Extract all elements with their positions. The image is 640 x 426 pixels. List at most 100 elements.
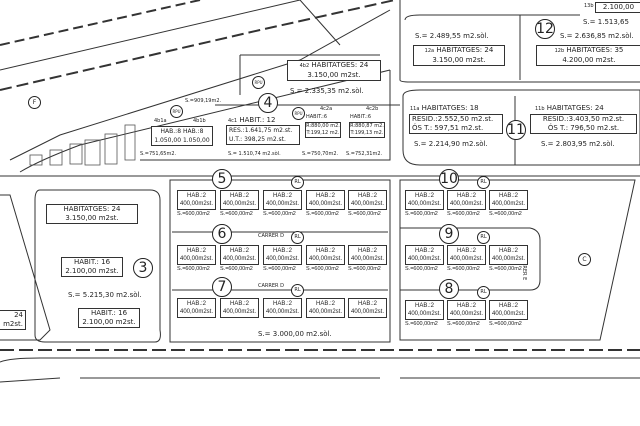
lot-units: HAB.:2 xyxy=(273,248,293,254)
plot-4c2a-units: HABIT.:6 xyxy=(306,114,328,120)
lot-units: HAB.:2 xyxy=(415,193,435,199)
lot-area: S.=600,00m2 xyxy=(489,266,522,272)
lot-built-area: 400,00m2st. xyxy=(450,201,484,207)
rl-marker: RL xyxy=(291,284,304,297)
plot-built-area: 1.050,00 xyxy=(182,137,210,144)
lot-built-area: 400,00m2st. xyxy=(351,256,385,262)
lot-built-area: 400,00m2st. xyxy=(351,309,385,315)
plot-4c2b-code: 4c2b xyxy=(366,106,379,112)
street-label-carrer-d: CARRER D xyxy=(258,233,284,239)
lot-box: HAB.:2 400,00m2st. xyxy=(306,245,346,265)
plot-code: 11a xyxy=(410,106,420,112)
lot-area: S.=600,00m2 xyxy=(220,266,253,272)
block-number-11: 11 xyxy=(506,120,526,140)
plot-4c1-title: 4c1 HABIT.: 12 xyxy=(228,116,275,124)
plot-tertiary: U.T.: 398,25 m2.st. xyxy=(229,136,286,143)
block-number-10: 10 xyxy=(439,169,459,189)
lot-built-area: 400,00m2st. xyxy=(450,311,484,317)
lot-area: S.=600,00m2 xyxy=(489,321,522,327)
plot-units: 24 xyxy=(14,311,23,319)
lot-area: S.=600,00m2 xyxy=(177,211,210,217)
lot-box: HAB.:2 400,00m2st. xyxy=(348,298,388,318)
plot-11a-title: 11a HABITATGES: 18 xyxy=(410,104,479,112)
lot-units: HAB.:2 xyxy=(415,303,435,309)
plot-4b1a-code: 4b1a xyxy=(154,118,167,124)
plot-11a-area: S.= 2.214,90 m2.sòl. xyxy=(414,140,488,148)
lot-built-area: 400,00m2st. xyxy=(223,309,257,315)
lot-units: HAB.:2 xyxy=(499,248,519,254)
lot-units: HAB.:2 xyxy=(230,248,250,254)
plot-residential: R:880,87 m2. xyxy=(350,123,384,129)
plot-built-area: 3.150,00 m2st. xyxy=(65,214,119,222)
lot-area: S.=600,00m2 xyxy=(489,211,522,217)
plot-residential: RES.:1.641,75 m2.st. xyxy=(229,127,293,134)
lot-units: HAB.:2 xyxy=(358,301,378,307)
street-label-carrer-d: CARRER D xyxy=(258,283,284,289)
plot-tertiary: T:199,12 m2. xyxy=(306,130,340,136)
plot-4b1-area: S.=751,65m2. xyxy=(140,151,177,157)
plot-code: 12b xyxy=(554,48,565,54)
plot-12b-area: S.= 2.636,85 m2.sòl. xyxy=(560,32,634,40)
lot-area: S.=600,00m2 xyxy=(447,321,480,327)
zone-marker-f: F xyxy=(28,96,41,109)
plot-units: HAB.:8 xyxy=(182,128,204,135)
lot-built-area: 400,00m2st. xyxy=(408,311,442,317)
lot-units: HAB.:2 xyxy=(187,193,207,199)
lot-area: S.=600,00m2 xyxy=(306,266,339,272)
lot-area: S.=600,00m2 xyxy=(306,211,339,217)
lot-built-area: 400,00m2st. xyxy=(492,311,526,317)
rl-marker: RL xyxy=(477,286,490,299)
lot-area: S.=600,00m2 xyxy=(348,211,381,217)
plot-4c1-area: S.= 1.510,74 m2.sòl. xyxy=(228,151,281,157)
lot-built-area: 400,00m2st. xyxy=(180,201,214,207)
lot-block-7: HAB.:2 400,00m2st. xyxy=(348,298,388,318)
plot-units: HABIT.: 12 xyxy=(239,116,276,124)
plot-tertiary: ÓS T.: 796,50 m2.st. xyxy=(547,124,620,132)
rpu-area: S.=909,19m2. xyxy=(185,98,222,104)
plot-4c2b-units: HABIT.:6 xyxy=(350,114,372,120)
plot-code: 4b2 xyxy=(299,63,310,69)
plot-11b-area: S.= 2.803,95 m2.sòl. xyxy=(541,140,615,148)
plot-4c2a-code: 4c2a xyxy=(320,106,333,112)
zone-marker-c: C xyxy=(578,253,591,266)
lot-built-area: 400,00m2st. xyxy=(450,256,484,262)
lot-units: HAB.:2 xyxy=(415,248,435,254)
rpu-marker: RPU xyxy=(292,107,305,120)
block-number-3: 3 xyxy=(133,258,153,278)
plot-4b2: 4b2 HABITATGES: 24 3.150,00 m2st. xyxy=(287,60,381,81)
plot-built-area: 2.100,00 m2st. xyxy=(82,318,136,326)
plot-built-area: m2st. xyxy=(3,320,23,328)
plot-code: 11b xyxy=(535,106,545,112)
lot-area: S.=600,00m2 xyxy=(447,211,480,217)
plot-built-area: 4.200,00 m2st. xyxy=(562,56,616,64)
lot-units: HAB.:2 xyxy=(316,248,336,254)
plot-built-area: 2.100,00 xyxy=(602,3,635,11)
plot-units: HABITATGES: 24 xyxy=(63,205,121,213)
lot-block-6: HAB.:2 400,00m2st. S.=600,00m2 xyxy=(306,245,346,272)
lot-box: HAB.:2 400,00m2st. xyxy=(177,190,217,210)
plot-residential: R:880,00 m2. xyxy=(306,123,340,129)
lot-built-area: 400,00m2st. xyxy=(266,309,300,315)
plot-units: HABIT.: 16 xyxy=(90,309,128,317)
plot-11b-title: 11b HABITATGES: 24 xyxy=(535,104,604,112)
plot-13b-area: S.= 1.513,65 xyxy=(583,18,629,26)
lot-block-8: HAB.:2 400,00m2st. S.=600,00m2 xyxy=(447,300,487,327)
lot-units: HAB.:2 xyxy=(457,303,477,309)
plot-built-area: 1.050,00 xyxy=(154,137,182,144)
lot-built-area: 400,00m2st. xyxy=(309,256,343,262)
